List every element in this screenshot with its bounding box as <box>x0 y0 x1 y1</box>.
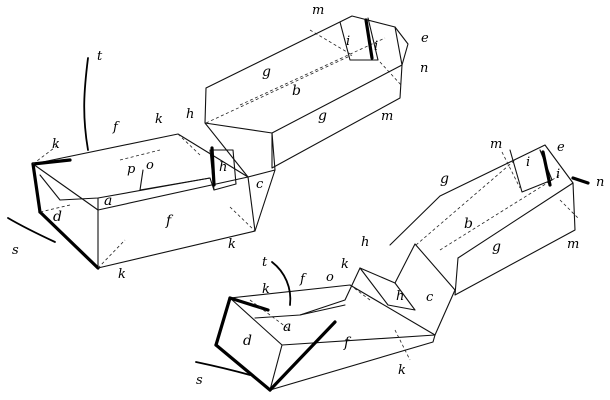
upper-lid-flap-e <box>394 26 409 66</box>
label-lower-i2: i <box>556 167 560 182</box>
lower-lid-top <box>389 144 574 259</box>
lower-fold-k1 <box>249 299 291 331</box>
upper-tray-rim <box>32 133 249 211</box>
lower-tray-flap-o <box>299 304 346 316</box>
label-lower-h1: h <box>361 235 369 250</box>
upper-tray-edge-thick-3 <box>31 158 72 166</box>
label-lower-d: d <box>243 333 252 349</box>
label-upper-h2: h <box>219 160 227 175</box>
lower-lid-fold-2 <box>439 174 561 251</box>
upper-cord-t <box>83 57 89 151</box>
upper-lid-fold-m2 <box>379 61 403 87</box>
lower-cord-t <box>271 261 292 306</box>
lower-lid-fold-1 <box>415 159 516 246</box>
upper-lid-fold-2 <box>239 37 386 106</box>
lower-lid-flap-edge <box>571 176 590 185</box>
label-lower-o: o <box>326 270 334 285</box>
label-upper-o: o <box>146 158 154 173</box>
upper-tray-front-right-wall <box>97 176 256 269</box>
label-upper-s: s <box>12 243 19 258</box>
label-lower-n: n <box>596 175 604 190</box>
label-lower-t: t <box>262 255 268 270</box>
upper-lid-fold-1 <box>205 54 353 124</box>
label-lower-k3: k <box>398 363 406 378</box>
lower-tray-inner <box>254 267 361 319</box>
label-upper-g2: g <box>318 108 327 124</box>
lower-lid-fold-m1 <box>501 151 521 189</box>
label-upper-a: a <box>104 193 112 209</box>
lower-lid-flap-thick <box>541 150 552 187</box>
lower-labels: m e i i n g b g m h t k f o k h c a d f … <box>196 137 604 388</box>
label-upper-k1: k <box>52 137 60 152</box>
label-lower-k1: k <box>262 282 270 297</box>
label-upper-g1: g <box>262 64 271 80</box>
upper-tray-flap-o <box>139 177 211 191</box>
upper-lid-side <box>271 64 403 169</box>
upper-cord-s <box>7 217 56 243</box>
label-lower-h2: h <box>396 289 404 304</box>
label-lower-g1: g <box>440 171 449 187</box>
label-lower-b: b <box>464 216 473 232</box>
upper-lid-flap-thick <box>364 18 374 60</box>
label-upper-c: c <box>256 177 264 192</box>
upper-tray-flap-edge <box>210 146 216 187</box>
label-upper-d: d <box>53 209 62 225</box>
label-upper-t: t <box>97 49 103 64</box>
label-upper-e: e <box>421 31 429 46</box>
lower-tray-edge-thick-4 <box>228 296 270 312</box>
lower-box <box>195 144 590 392</box>
lower-tray-edge-thick-3 <box>268 320 337 392</box>
upper-tray-edge-thick-1 <box>31 162 42 214</box>
upper-tray-inner-line <box>139 169 144 191</box>
label-lower-m1: m <box>490 137 502 152</box>
label-upper-b: b <box>292 83 301 99</box>
label-upper-f2: f <box>165 213 174 229</box>
label-upper-i2: i <box>374 39 378 54</box>
upper-fold-k3 <box>229 206 256 232</box>
upper-lid-fold-m1 <box>309 29 353 56</box>
label-upper-i1: i <box>346 34 350 49</box>
label-lower-g2: g <box>492 239 501 255</box>
lower-fold-k2 <box>349 284 371 301</box>
label-lower-a: a <box>283 319 291 335</box>
lower-cord-s <box>195 361 251 376</box>
lower-fold-k3 <box>394 329 411 361</box>
label-lower-f2: f <box>343 335 352 351</box>
label-lower-m2: m <box>567 237 579 252</box>
lower-tray-edge-thick-1 <box>214 296 232 347</box>
upper-fold-k4 <box>97 239 126 269</box>
lower-tray-front-right-wall <box>269 334 436 391</box>
label-lower-f1: f <box>299 272 307 287</box>
label-lower-c: c <box>426 290 434 305</box>
label-upper-m2: m <box>381 109 393 124</box>
lower-lid-side <box>454 182 576 296</box>
upper-tray-edge-thick-2 <box>38 210 100 270</box>
lower-tray-edge-thick-2 <box>214 343 272 392</box>
label-upper-m1: m <box>312 3 324 18</box>
label-upper-k3: k <box>228 237 236 252</box>
label-upper-n: n <box>420 61 428 76</box>
label-lower-k2: k <box>341 257 349 272</box>
upper-fold-k2 <box>177 133 201 156</box>
lower-tray-flap-h <box>359 267 416 311</box>
upper-fold-f <box>119 149 161 161</box>
upper-box <box>7 15 409 270</box>
label-lower-s: s <box>196 373 203 388</box>
label-upper-p: p <box>127 162 136 177</box>
upper-lid-connector-edge <box>254 169 276 232</box>
label-lower-e: e <box>557 140 565 155</box>
upper-lid-flap-i <box>339 17 379 61</box>
upper-labels: t k f k h p o h d a f c k k s g b g m i … <box>12 3 429 282</box>
label-upper-k4: k <box>118 267 126 282</box>
lower-lid-fold-m2 <box>559 199 579 219</box>
label-lower-i1: i <box>526 155 530 170</box>
label-upper-k2: k <box>155 112 163 127</box>
label-upper-h1: h <box>186 107 194 122</box>
label-upper-f1: f <box>112 120 120 135</box>
upper-lid-top <box>204 15 403 134</box>
lower-lid-connector <box>394 243 456 336</box>
